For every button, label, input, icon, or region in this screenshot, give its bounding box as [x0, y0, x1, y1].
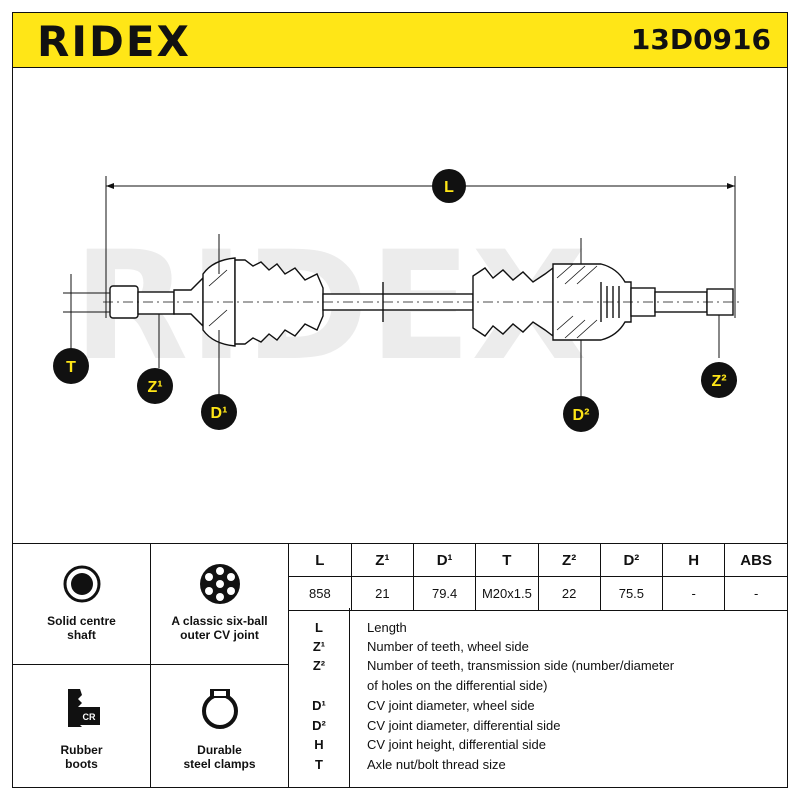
- spec-value: 22: [538, 576, 601, 611]
- spec-header-row: L Z¹ D¹ T Z² D² H ABS: [289, 544, 787, 577]
- legend-text: Number of teeth, wheel side: [367, 639, 529, 654]
- spec-value: 75.5: [600, 576, 664, 611]
- spec-header: L: [289, 544, 352, 577]
- legend-key: D¹: [312, 698, 326, 713]
- feature-label-line2: outer CV joint: [180, 628, 259, 642]
- legend-text: CV joint diameter, differential side: [367, 718, 561, 733]
- feature-label-line2: shaft: [67, 628, 96, 642]
- legend-divider: [349, 608, 350, 788]
- label-z2-text: Z²: [711, 373, 726, 390]
- legend-text: Axle nut/bolt thread size: [367, 757, 506, 772]
- feature-six-ball-joint: A classic six-ball outer CV joint: [151, 544, 289, 664]
- legend: L Length Z¹ Number of teeth, wheel side …: [289, 608, 787, 788]
- spec-table: L Z¹ D¹ T Z² D² H ABS 858 21 79.4 M20x1.…: [289, 544, 787, 611]
- legend-text: Number of teeth, transmission side (numb…: [367, 658, 675, 673]
- legend-key: Z¹: [312, 639, 326, 654]
- steel-clamp-icon: [202, 689, 238, 729]
- label-z2: Z²: [701, 362, 737, 398]
- feature-label-line2: steel clamps: [183, 757, 256, 771]
- solid-shaft-icon: [63, 565, 101, 603]
- legend-key: L: [315, 620, 323, 635]
- spec-value: 858: [289, 576, 352, 611]
- divider: [13, 664, 289, 665]
- feature-steel-clamps: Durable steel clamps: [151, 665, 289, 787]
- legend-row: T Axle nut/bolt thread size: [289, 757, 787, 777]
- legend-row: L Length: [289, 620, 787, 640]
- feature-label-line2: boots: [65, 757, 98, 771]
- label-d1-text: D¹: [211, 405, 228, 422]
- legend-text: Length: [367, 620, 407, 635]
- brand-logo: RIDEX: [37, 17, 191, 66]
- feature-rubber-boots: CR Rubber boots: [13, 665, 151, 787]
- spec-value: 21: [351, 576, 415, 611]
- part-number: 13D0916: [630, 23, 771, 56]
- legend-text: CV joint height, differential side: [367, 737, 546, 752]
- feature-label-line1: Solid centre: [47, 614, 116, 628]
- spec-value: -: [662, 576, 726, 611]
- label-t: T: [53, 348, 89, 384]
- spec-value: -: [724, 576, 787, 611]
- spec-value: M20x1.5: [475, 576, 539, 611]
- spec-header: ABS: [724, 544, 787, 577]
- feature-label-line1: A classic six-ball: [171, 614, 268, 628]
- spec-header: D¹: [413, 544, 477, 577]
- six-ball-joint-icon: [200, 564, 240, 604]
- rubber-boot-icon: CR: [68, 689, 100, 727]
- drive-shaft-diagram: RIDEX: [53, 169, 741, 432]
- legend-row: of holes on the differential side): [289, 678, 787, 698]
- legend-text: of holes on the differential side): [367, 678, 548, 693]
- spec-header: H: [662, 544, 726, 577]
- spec-value-row: 858 21 79.4 M20x1.5 22 75.5 - -: [289, 576, 787, 611]
- label-l-text: L: [444, 179, 454, 196]
- label-d1: D¹: [201, 394, 237, 430]
- legend-key: H: [314, 737, 324, 752]
- spec-header: Z²: [538, 544, 601, 577]
- label-d2: D²: [563, 396, 599, 432]
- info-panel: Solid centre shaft A classic six-ball ou…: [12, 543, 788, 788]
- legend-row: Z² Number of teeth, transmission side (n…: [289, 658, 787, 678]
- feature-solid-shaft: Solid centre shaft: [13, 544, 151, 664]
- spec-header: D²: [600, 544, 664, 577]
- legend-key: Z²: [312, 658, 326, 673]
- label-d2-text: D²: [573, 407, 590, 424]
- label-t-text: T: [66, 359, 76, 376]
- spec-value: 79.4: [413, 576, 477, 611]
- legend-row: D² CV joint diameter, differential side: [289, 718, 787, 738]
- legend-text: CV joint diameter, wheel side: [367, 698, 535, 713]
- feature-label-line1: Rubber: [60, 743, 103, 757]
- spec-header: T: [475, 544, 539, 577]
- spec-header: Z¹: [351, 544, 415, 577]
- legend-row: D¹ CV joint diameter, wheel side: [289, 698, 787, 718]
- label-z1: Z¹: [137, 368, 173, 404]
- feature-label-line1: Durable: [197, 743, 242, 757]
- header-bar: RIDEX 13D0916: [12, 12, 788, 68]
- label-z1-text: Z¹: [147, 379, 162, 396]
- cr-badge: CR: [83, 712, 96, 722]
- legend-key: T: [315, 757, 323, 772]
- technical-drawing: RIDEX: [12, 68, 788, 543]
- legend-row: H CV joint height, differential side: [289, 737, 787, 757]
- label-l: L: [432, 169, 466, 203]
- legend-key: D²: [312, 718, 326, 733]
- legend-row: Z¹ Number of teeth, wheel side: [289, 639, 787, 659]
